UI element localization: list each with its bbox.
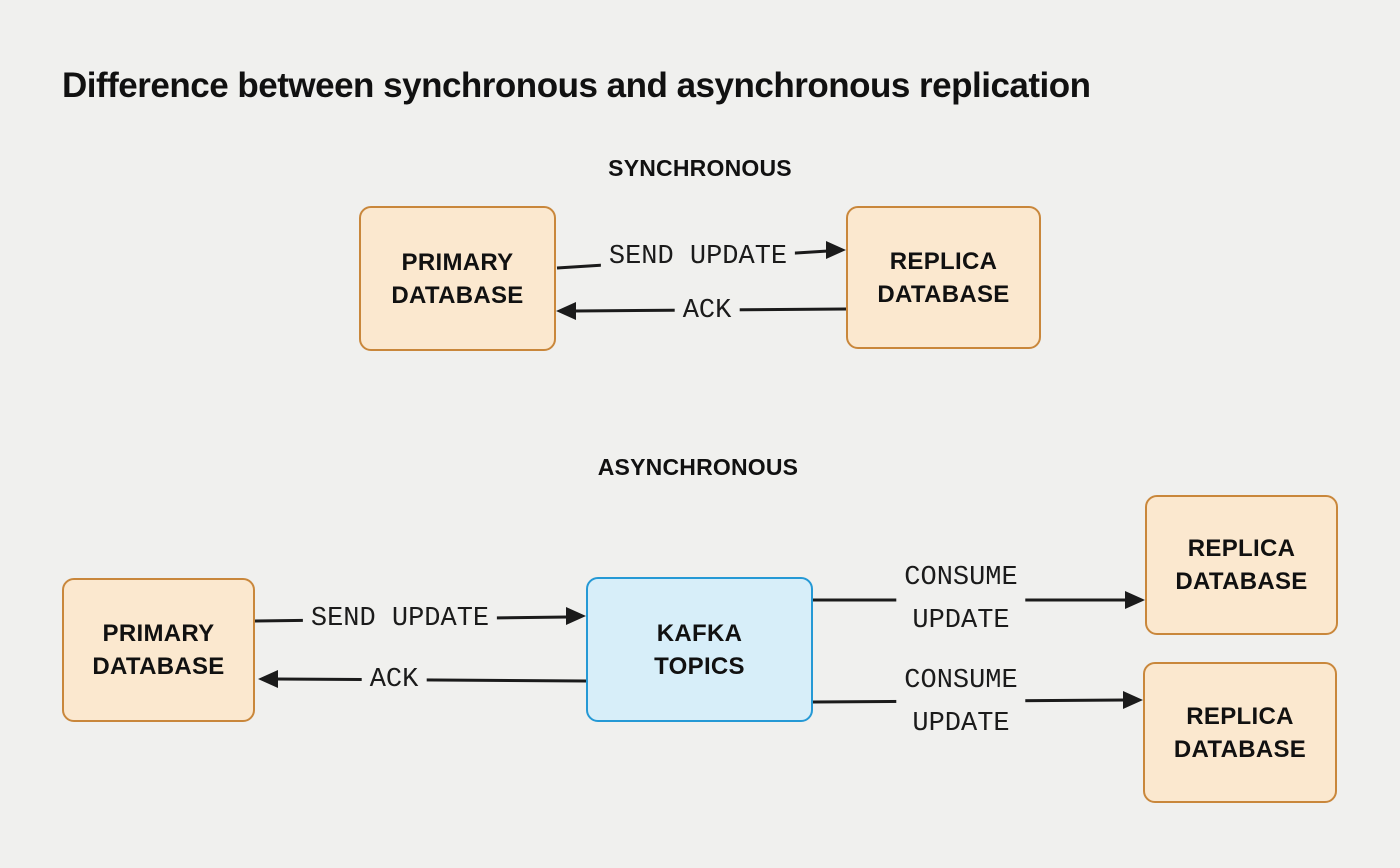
node-label-line: PRIMARY bbox=[401, 248, 514, 276]
node-label-line: REPLICA bbox=[1187, 535, 1296, 562]
async-replica-database-bottom-node: REPLICA DATABASE bbox=[1143, 662, 1337, 803]
node-label-line: DATABASE bbox=[877, 280, 1010, 308]
async-section-heading: ASYNCHRONOUS bbox=[597, 454, 799, 480]
node-label-line: KAFKA bbox=[656, 619, 743, 647]
async-ack-arrow-line bbox=[275, 677, 587, 683]
node-label-line: DATABASE bbox=[391, 281, 524, 309]
consume-label-line: UPDATE bbox=[912, 709, 1010, 739]
async-send-update-arrowhead bbox=[566, 607, 586, 625]
consume-label-line: UPDATE bbox=[912, 606, 1010, 636]
sync-ack-label: ACK bbox=[674, 294, 740, 328]
node-label-line: DATABASE bbox=[92, 653, 225, 680]
sync-section-heading: SYNCHRONOUS bbox=[608, 155, 792, 181]
node-label-line: TOPICS bbox=[654, 652, 745, 680]
sync-primary-database-node: PRIMARY DATABASE bbox=[359, 206, 556, 351]
node-label-line: DATABASE bbox=[1175, 568, 1308, 595]
node-label-line: REPLICA bbox=[1186, 702, 1294, 730]
sync-replica-database-node: REPLICA DATABASE bbox=[846, 206, 1041, 349]
consume-update-top-arrowhead bbox=[1125, 591, 1145, 609]
async-replica-database-top-node: REPLICA DATABASE bbox=[1145, 495, 1338, 635]
node-label-line: DATABASE bbox=[1173, 735, 1307, 763]
page-title: Difference between synchronous and async… bbox=[62, 66, 1091, 105]
consume-update-bottom-label: CONSUME UPDATE bbox=[896, 658, 1026, 748]
sync-send-update-label: SEND UPDATE bbox=[600, 240, 796, 274]
sync-ack-arrowhead bbox=[556, 302, 576, 320]
kafka-topics-node: KAFKA TOPICS bbox=[586, 577, 813, 722]
node-label-line: PRIMARY bbox=[102, 620, 215, 647]
node-label-line: REPLICA bbox=[889, 247, 998, 275]
sync-send-update-arrowhead bbox=[826, 241, 846, 259]
consume-update-bottom-arrowhead bbox=[1123, 691, 1143, 709]
async-ack-arrowhead bbox=[258, 670, 278, 688]
async-ack-label: ACK bbox=[361, 663, 427, 697]
async-send-update-label: SEND UPDATE bbox=[302, 602, 498, 636]
consume-update-top-label: CONSUME UPDATE bbox=[896, 555, 1026, 645]
consume-label-line: CONSUME bbox=[904, 563, 1018, 593]
consume-label-line: CONSUME bbox=[904, 666, 1018, 696]
async-primary-database-node: PRIMARY DATABASE bbox=[62, 578, 255, 722]
